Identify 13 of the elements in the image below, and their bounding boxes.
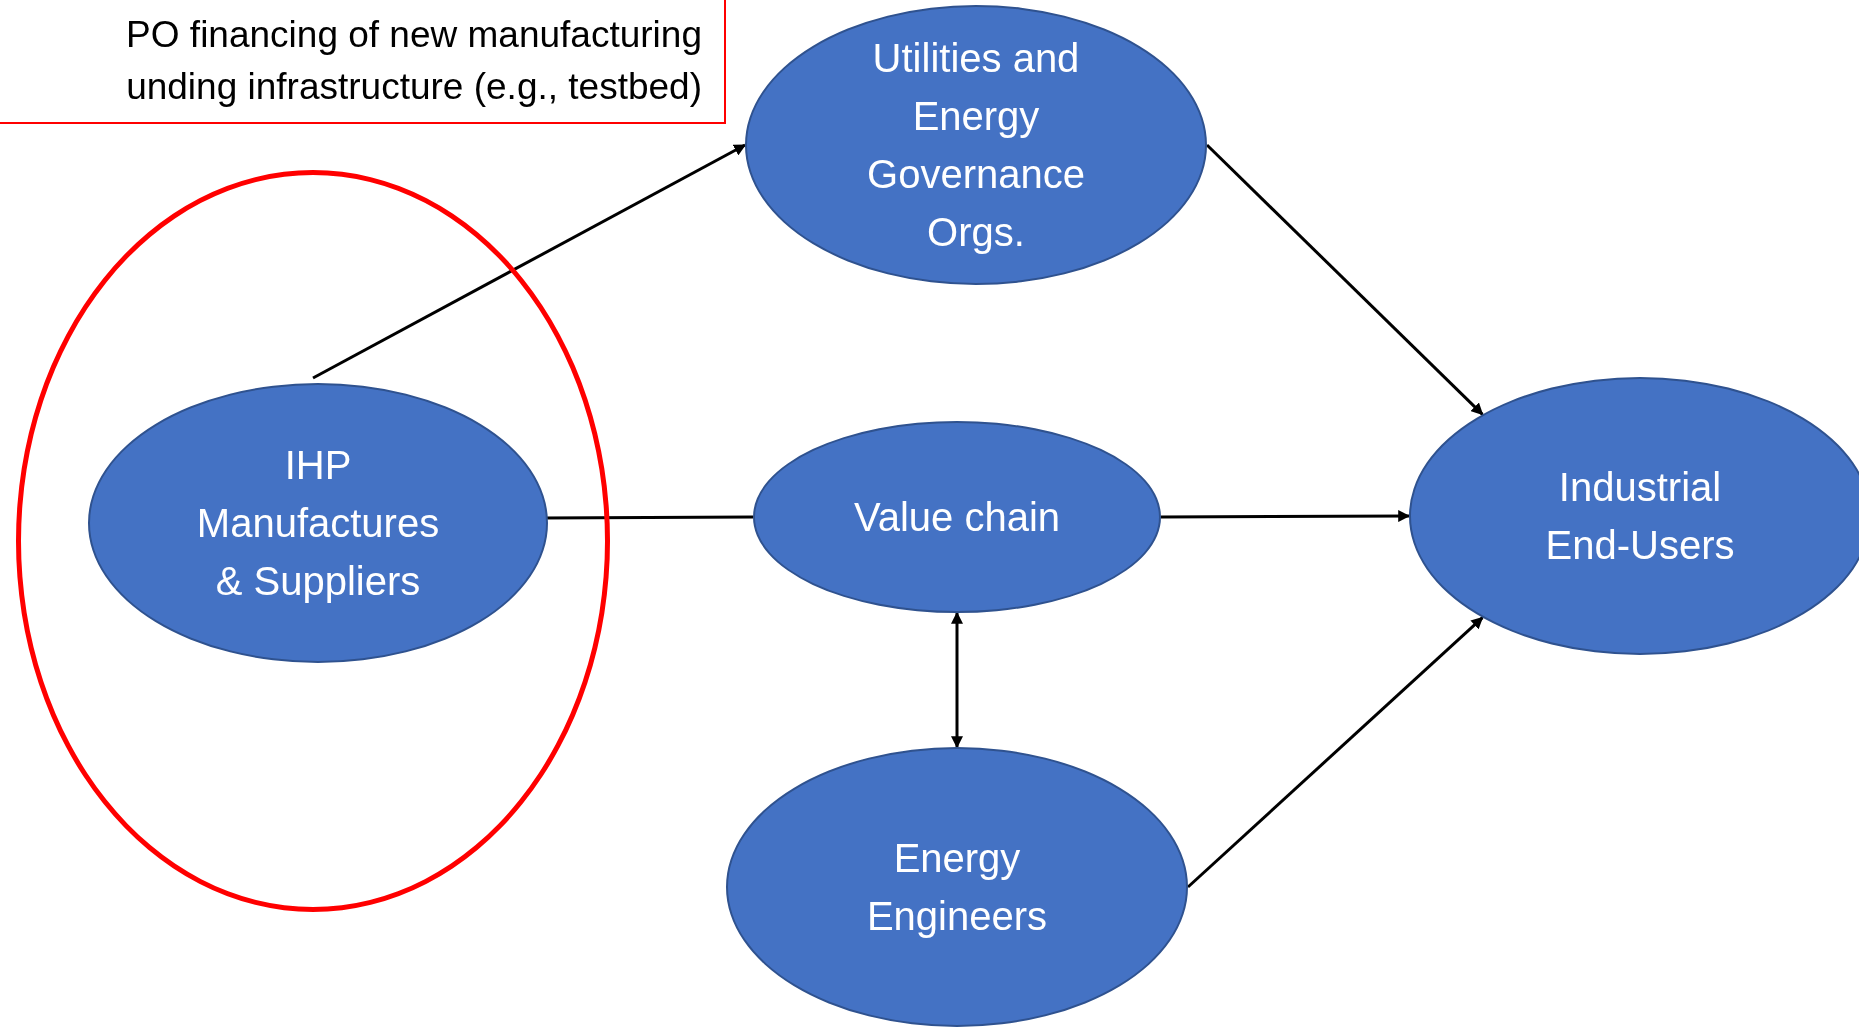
node-label: Utilities and Energy Governance Orgs. [866,35,1086,256]
arrow [951,611,963,749]
node-label: IHP Manufactures & Suppliers [195,442,441,605]
node-label: Industrial End-Users [1544,464,1736,569]
arrow [312,143,747,380]
note-text: PO financing of new manufacturing unding infrastructure (e.g., testbed) [125,13,702,109]
node-label: Value chain [852,494,1062,541]
arrow [1205,143,1484,416]
arrow [1187,616,1484,889]
arrow [1161,510,1411,523]
highlight-ellipse [16,170,610,912]
note-box [0,0,726,124]
node-label: Energy Engineers [865,835,1049,940]
